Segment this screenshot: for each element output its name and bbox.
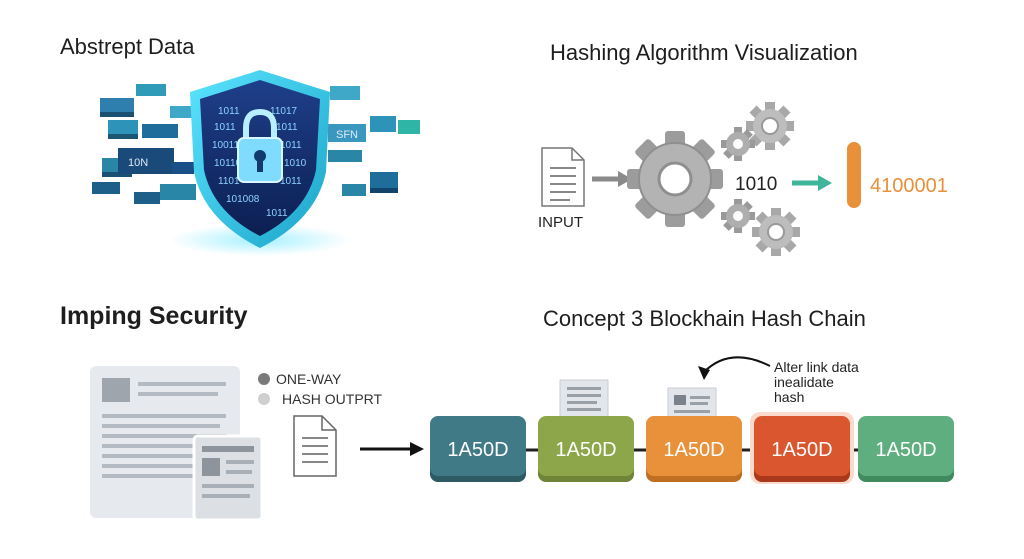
padlock-icon [237,108,283,183]
gear-icon [721,199,755,233]
panel3-title: Imping Security [60,302,248,330]
chain-block: 1A50D [858,416,954,482]
shield-bits: 11017 [270,106,298,117]
shield-bits: 1010 [284,158,307,169]
curved-arrow-icon [703,356,771,373]
gear-icon [752,208,800,256]
chain-block: 1A50D [430,416,526,482]
shield-bits: 1011 [218,106,240,117]
shield-bits: 1011 [280,176,302,187]
hash-chain-diagram: Alter link data inealidate hash 1A50D 1A… [430,356,954,484]
hash-output-text: 4100001 [870,175,948,197]
security-shield-illustration: 10N SFN 1011 11017 1011 1011 10011 1011 … [92,70,420,256]
data-block-label: 10N [128,157,148,169]
block-label: 1A50D [663,439,724,461]
hashing-diagram: INPUT [538,102,948,256]
legend-dot-icon [258,373,270,385]
data-block-label: SFN [336,129,358,141]
shield-bits: 101008 [226,194,260,205]
binary-text: 1010 [735,174,777,195]
gear-icon [746,102,794,150]
shield-bits: 10110 [214,158,242,169]
annotation-line: Alter link data [774,359,859,375]
arrow-right-icon [592,171,632,187]
block-label: 1A50D [447,439,508,461]
shield-bits: 1101 [218,176,240,187]
chain-block: 1A50D [750,412,854,484]
block-label: 1A50D [771,439,832,461]
panel1-title: Abstrept Data [60,34,195,59]
panel4-title: Concept 3 Blockhain Hash Chain [543,306,866,331]
input-label: INPUT [538,214,583,231]
gear-icon [627,131,723,227]
data-block [92,84,420,204]
arrow-right-icon [792,175,832,191]
shield-bits: 1011 [214,122,236,133]
document-icon [192,434,264,522]
hash-output-bar [847,142,861,208]
shield-bits: 1011 [266,208,288,219]
legend-label: HASH OUTPRT [282,391,383,407]
shield-bits: 1011 [276,122,298,133]
annotation-line: inealidate [774,374,834,390]
chain-block: 1A50D [646,416,742,482]
document-icon [559,379,609,421]
arrow-right-icon [360,442,424,456]
shield-bits: 1011 [280,140,302,151]
shield-bits: 10011 [212,140,240,151]
block-label: 1A50D [875,439,936,461]
gear-icon [721,127,755,161]
annotation-line: hash [774,389,804,405]
document-icon [541,147,585,207]
chain-block: 1A50D [538,416,634,482]
legend-label: ONE-WAY [276,371,342,387]
panel2-title: Hashing Algorithm Visualization [550,40,858,65]
block-label: 1A50D [555,439,616,461]
legend-dot-icon [258,393,270,405]
file-icon [293,415,337,477]
security-documents-illustration: ONE-WAY HASH OUTPRT [90,366,424,522]
